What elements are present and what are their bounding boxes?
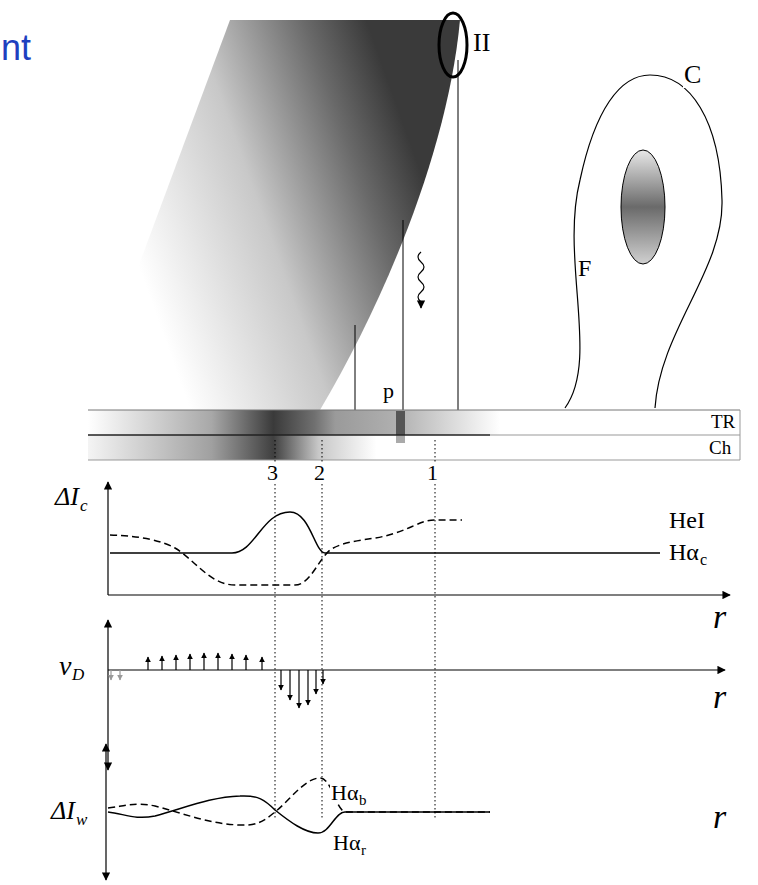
axis bbox=[105, 744, 106, 812]
axis bbox=[105, 812, 106, 880]
region-label: C bbox=[683, 62, 702, 88]
axis bbox=[108, 594, 730, 595]
layer-label: TR bbox=[710, 412, 736, 431]
velocity-arrows bbox=[148, 653, 323, 708]
hei-curve bbox=[110, 520, 462, 585]
curve-label: Hα bbox=[330, 782, 359, 804]
axis-subscript: D bbox=[71, 666, 85, 683]
curve-label: Hα bbox=[332, 832, 361, 854]
guide-line bbox=[458, 60, 459, 410]
wavy-arrow bbox=[418, 252, 424, 308]
axis bbox=[107, 620, 108, 700]
curve-label: HeI bbox=[668, 508, 706, 532]
axis-subscript: w bbox=[75, 811, 88, 828]
band-border bbox=[88, 460, 740, 461]
layer-label: Ch bbox=[708, 438, 732, 457]
callout-number: 2 bbox=[313, 462, 326, 484]
axis-label: r bbox=[712, 800, 727, 834]
velocity-arrows bbox=[111, 670, 120, 680]
ch-band bbox=[88, 435, 740, 460]
axis-label: v bbox=[58, 652, 72, 680]
dotted-line bbox=[435, 440, 436, 820]
region-label: F bbox=[577, 256, 592, 280]
band-border bbox=[490, 435, 740, 436]
axis bbox=[108, 669, 725, 670]
axis bbox=[107, 482, 108, 595]
callout-number: 3 bbox=[266, 462, 279, 484]
filament-ellipse bbox=[621, 150, 665, 264]
guide-line bbox=[403, 220, 404, 410]
axis-label: ΔI bbox=[54, 484, 80, 510]
band-border bbox=[88, 410, 740, 411]
beam-shape bbox=[85, 20, 460, 410]
curve-subscript: c bbox=[699, 552, 708, 568]
axis bbox=[107, 700, 108, 770]
p-patch bbox=[396, 411, 405, 435]
region-label: II bbox=[472, 30, 491, 56]
loop-outline bbox=[565, 75, 722, 408]
band-border bbox=[740, 410, 741, 460]
halpha-b-curve bbox=[108, 778, 490, 825]
halpha-curve bbox=[110, 512, 660, 553]
axis-label: ΔI bbox=[50, 798, 76, 824]
band-border bbox=[88, 434, 490, 436]
axis-label: r bbox=[712, 600, 727, 634]
marker-ellipse bbox=[439, 13, 467, 77]
tr-band bbox=[88, 410, 740, 435]
guide-line bbox=[355, 325, 356, 410]
halpha-r-curve bbox=[108, 796, 490, 833]
curve-subscript: b bbox=[358, 793, 368, 808]
dotted-line bbox=[275, 440, 276, 820]
point-label: p bbox=[382, 380, 395, 402]
curve-label: Hα bbox=[668, 540, 700, 564]
p-patch bbox=[396, 435, 405, 443]
callout-number: 1 bbox=[426, 462, 439, 484]
axis-label: r bbox=[712, 680, 727, 714]
dotted-line bbox=[322, 440, 323, 820]
axis-subscript: c bbox=[79, 497, 89, 514]
partial-title: nt bbox=[0, 30, 32, 66]
curve-subscript: r bbox=[360, 843, 367, 858]
